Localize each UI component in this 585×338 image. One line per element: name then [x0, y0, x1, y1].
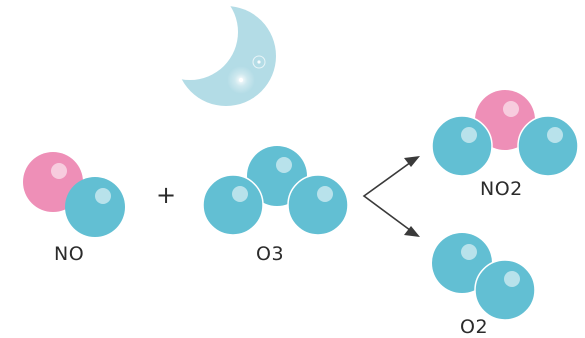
oxygen-atom — [287, 174, 349, 236]
molecule-no — [23, 152, 125, 237]
oxygen-atom — [431, 115, 493, 177]
plus-sign: + — [156, 181, 177, 209]
crescent-moon-icon — [150, 0, 290, 120]
oxygen-atom — [517, 115, 579, 177]
split-arrow-icon — [362, 156, 420, 237]
reactant-label-o3: O3 — [256, 243, 285, 265]
molecule-no2 — [431, 90, 579, 177]
oxygen-atom — [65, 177, 125, 237]
product-label-no2: NO2 — [480, 178, 523, 200]
oxygen-atom — [474, 259, 536, 321]
oxygen-atom — [202, 174, 264, 236]
product-label-o2: O2 — [460, 316, 489, 338]
molecule-o3 — [202, 146, 349, 236]
molecule-o2 — [432, 233, 536, 321]
reactant-label-no: NO — [54, 243, 85, 265]
